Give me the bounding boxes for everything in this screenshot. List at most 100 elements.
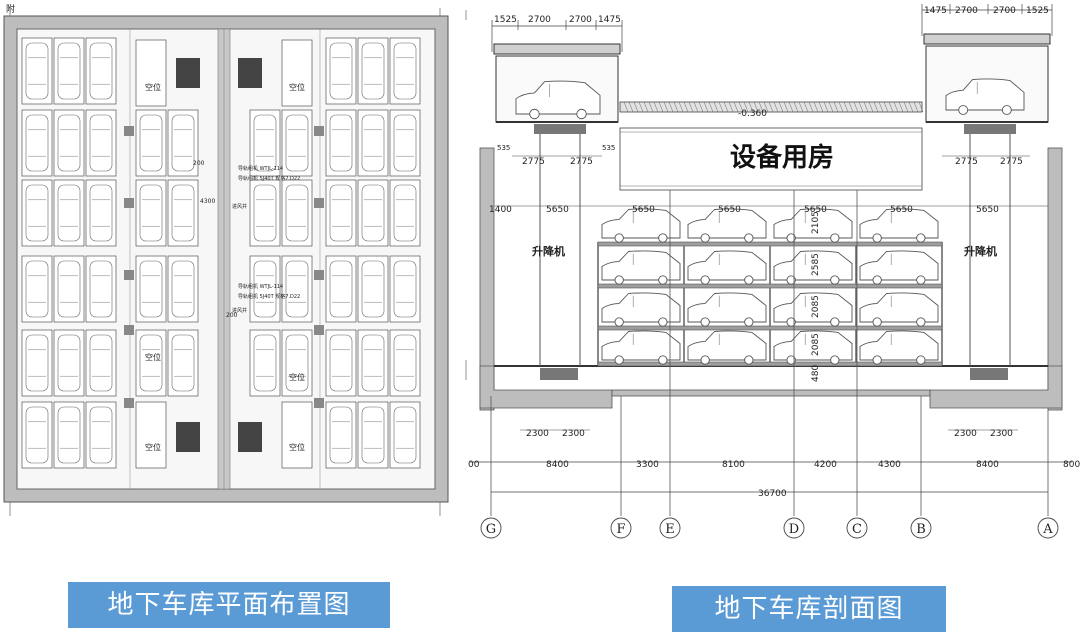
plan-parking-space xyxy=(281,329,313,397)
plan-parking-space xyxy=(389,37,421,105)
axis-dim: 8100 xyxy=(722,460,745,470)
plan-parking-space xyxy=(249,329,281,397)
lift-dim: 2775 xyxy=(955,157,978,167)
plan-parking-space xyxy=(325,401,357,469)
car xyxy=(687,250,767,285)
plan-parking-space xyxy=(325,179,357,247)
plan-note: 导轨组机 5J40T 规格7.D22 xyxy=(238,175,300,182)
car xyxy=(945,78,1025,115)
pit-dim: 2300 xyxy=(526,429,549,439)
grid-axis-label: F xyxy=(616,522,625,537)
rack-deck xyxy=(597,283,943,289)
level-mark: -0.360 xyxy=(738,109,767,119)
car xyxy=(601,208,681,243)
plan-parking-grid xyxy=(21,37,421,469)
plan-note: 导轨组机 WTJL-114 xyxy=(238,165,283,172)
car xyxy=(601,330,681,365)
level-dim: 2085 xyxy=(811,295,821,318)
plan-parking-space xyxy=(357,109,389,177)
plan-parking-space xyxy=(53,255,85,323)
plan-dim: 200 xyxy=(226,312,238,319)
plan-dim: 4300 xyxy=(200,198,215,205)
plan-corner-label: 附 xyxy=(6,3,15,15)
equipment-room-label: 设备用房 xyxy=(730,143,834,173)
plan-parking-space xyxy=(21,329,53,397)
plan-parking-space xyxy=(167,329,199,397)
axis-dim: 8400 xyxy=(546,460,569,470)
level-dim: 480 xyxy=(811,365,821,382)
grid-axis-label: E xyxy=(665,522,675,537)
level-dim: 2085 xyxy=(811,333,821,356)
plan-parking-space xyxy=(357,179,389,247)
section-view: 1525 2700 2700 1475 1475 2700 2700 1525 … xyxy=(468,4,1080,539)
plan-empty-space xyxy=(281,401,313,469)
plan-parking-space xyxy=(21,109,53,177)
car xyxy=(601,250,681,285)
car xyxy=(773,208,853,243)
plan-view: 附 空位 空位 空位 空位 空位 空位 导轨组机 WTJL-114 导轨组机 5… xyxy=(3,3,467,516)
axis-dim: 4300 xyxy=(878,460,901,470)
plan-parking-space xyxy=(53,401,85,469)
plan-parking-space xyxy=(281,179,313,247)
plan-space-label: 空位 xyxy=(289,82,305,92)
plan-parking-space xyxy=(249,255,281,323)
plan-empty-space xyxy=(135,401,167,469)
grid-axis-B: B xyxy=(910,517,932,539)
car xyxy=(601,292,681,327)
plan-parking-space xyxy=(53,109,85,177)
lift-label-left: 升降机 xyxy=(532,244,565,258)
level-dim: 2105 xyxy=(811,211,821,234)
plan-parking-space xyxy=(21,255,53,323)
grid-axis-label: G xyxy=(486,522,496,537)
car xyxy=(859,250,939,285)
top-dim: 1525 xyxy=(1026,6,1049,16)
plan-parking-space xyxy=(167,179,199,247)
plan-parking-space xyxy=(53,179,85,247)
plan-space-label: 空位 xyxy=(145,352,161,362)
plan-parking-space xyxy=(249,109,281,177)
plan-space-label: 空位 xyxy=(145,442,161,452)
plan-parking-space xyxy=(389,255,421,323)
plan-space-label: 空位 xyxy=(289,372,305,382)
plan-parking-space xyxy=(281,109,313,177)
top-dim: 1475 xyxy=(924,6,947,16)
small-dim: 535 xyxy=(497,144,510,152)
pit-dim: 2300 xyxy=(990,429,1013,439)
plan-space-label: 空位 xyxy=(145,82,161,92)
car xyxy=(859,208,939,243)
cad-drawing: 附 空位 空位 空位 空位 空位 空位 导轨组机 WTJL-114 导轨组机 5… xyxy=(3,3,1080,539)
top-dim: 2700 xyxy=(528,15,551,25)
axis-dim: 800 xyxy=(1063,460,1080,470)
plan-parking-space xyxy=(357,37,389,105)
plan-parking-space xyxy=(21,37,53,105)
plan-parking-space xyxy=(135,179,167,247)
plan-parking-space xyxy=(167,255,199,323)
plan-dim: 200 xyxy=(193,160,205,167)
plan-parking-space xyxy=(53,329,85,397)
plan-caption: 地下车库平面布置图 xyxy=(68,582,390,628)
plan-parking-space xyxy=(389,329,421,397)
plan-empty-space xyxy=(281,39,313,107)
cars xyxy=(515,78,1025,365)
grid-axis-G: G xyxy=(480,517,502,539)
plan-parking-space xyxy=(325,37,357,105)
plan-empty-space xyxy=(135,39,167,107)
grid-axis-C: C xyxy=(846,517,868,539)
axis-dim: 4200 xyxy=(814,460,837,470)
plan-parking-space xyxy=(135,255,167,323)
bay-dim: 5650 xyxy=(890,205,913,215)
grid-axis-F: F xyxy=(610,517,632,539)
car xyxy=(687,292,767,327)
plan-parking-space xyxy=(357,329,389,397)
car xyxy=(773,250,853,285)
car xyxy=(859,292,939,327)
car xyxy=(687,330,767,365)
pit-dim: 2300 xyxy=(562,429,585,439)
plan-parking-space xyxy=(21,179,53,247)
plan-note: 导轨组机 5J40T 规格7.D22 xyxy=(238,293,300,300)
plan-parking-space xyxy=(167,109,199,177)
pit-dim: 2300 xyxy=(954,429,977,439)
car xyxy=(773,292,853,327)
plan-parking-space xyxy=(325,329,357,397)
top-dim: 1475 xyxy=(598,15,621,25)
